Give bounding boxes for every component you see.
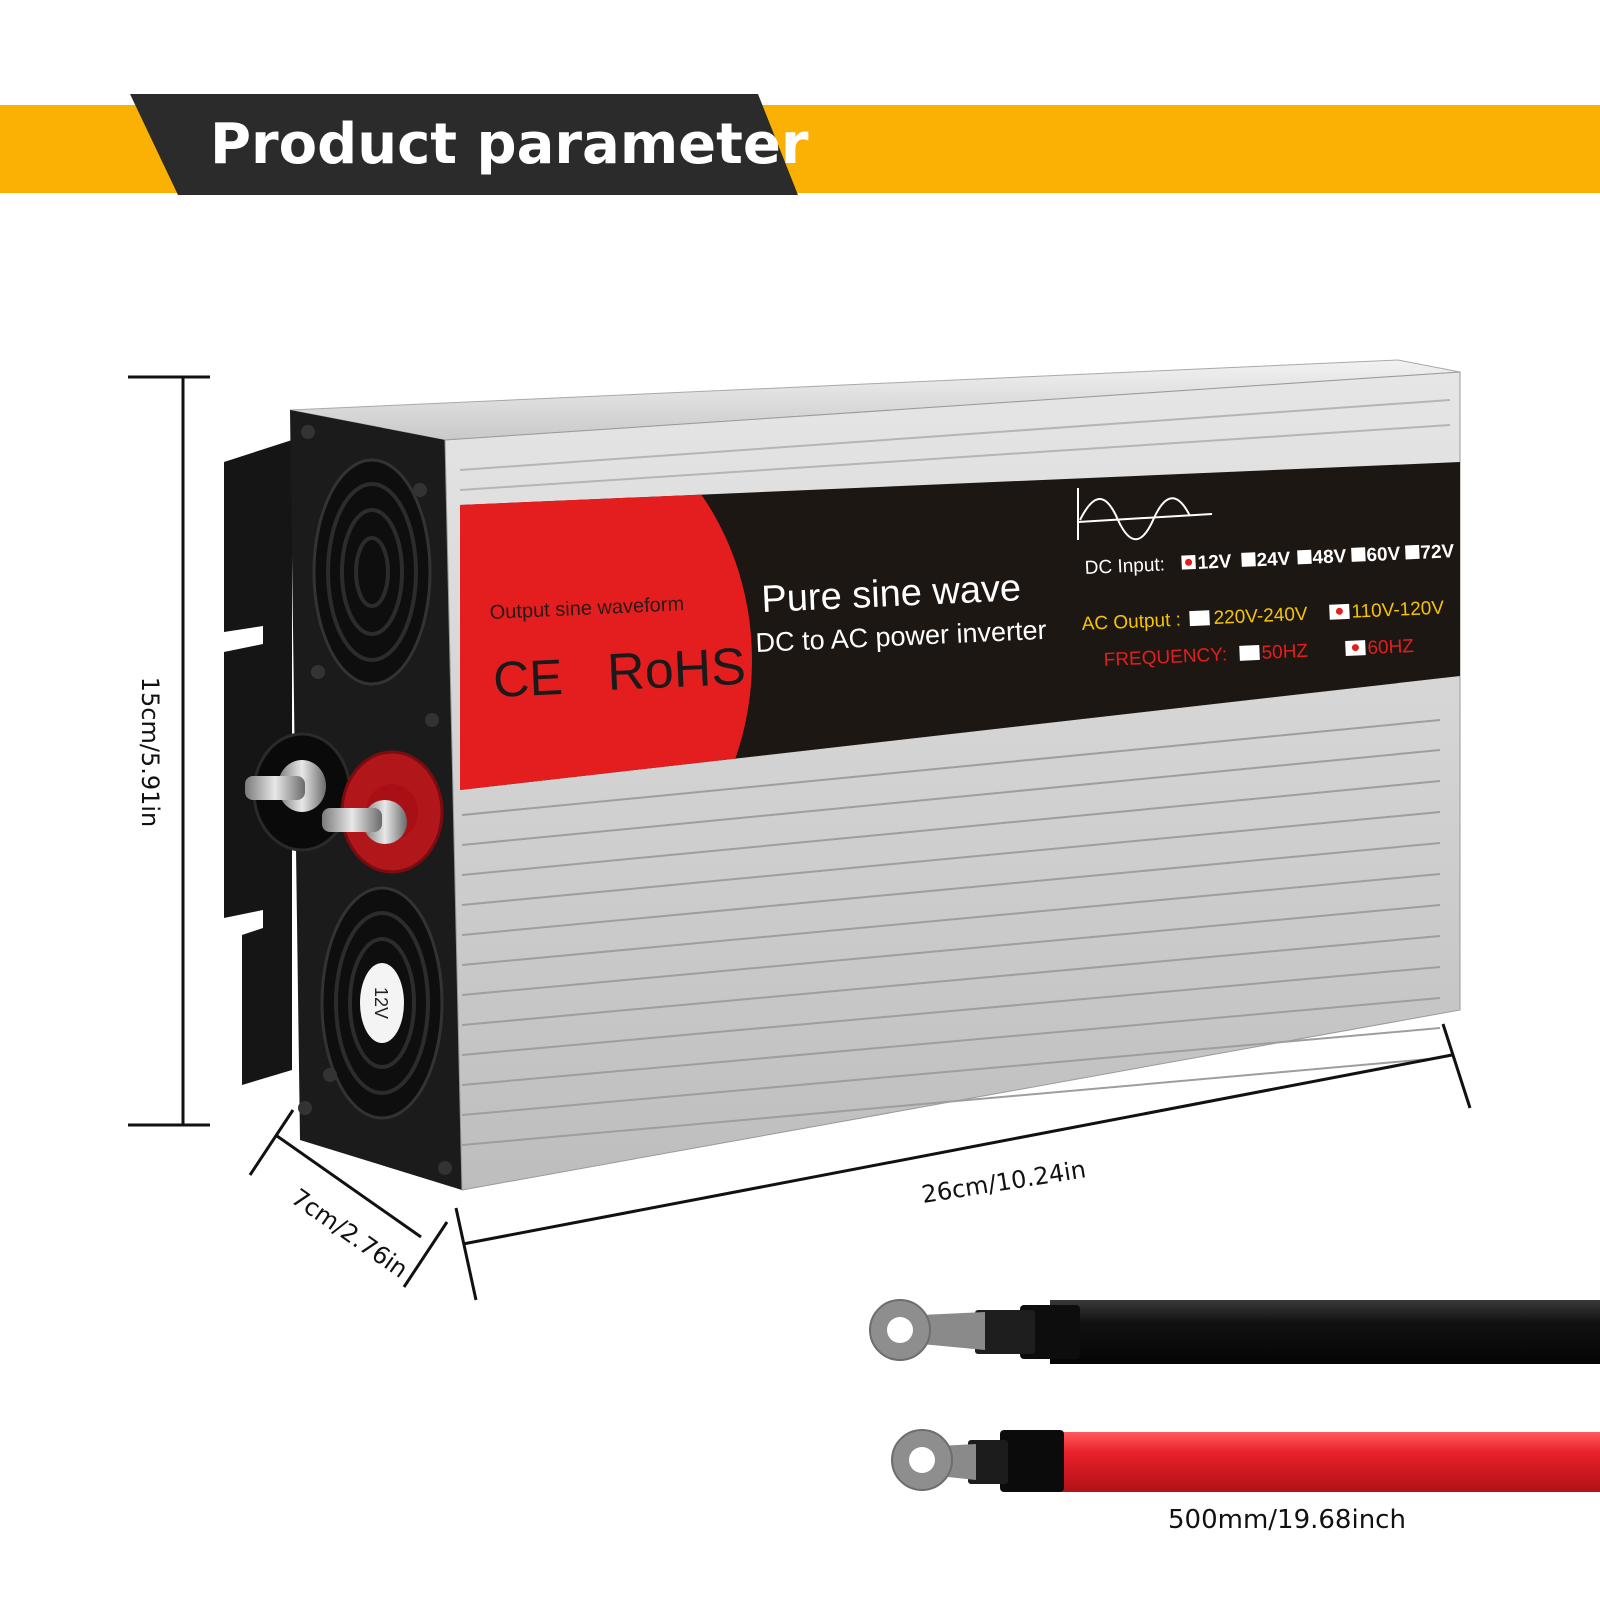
length-dimension-label: 26cm/10.24in	[920, 1155, 1088, 1209]
frequency-option-60hz: 60HZ	[1367, 636, 1415, 659]
dc-input-label: DC Input:	[1084, 554, 1165, 579]
dc-input-option-24v: 24V	[1256, 549, 1291, 572]
dc-input-option-48v: 48V	[1312, 546, 1347, 569]
ac-output-checkbox-220v	[1189, 610, 1210, 627]
ac-output-option-220v: 220V-240V	[1213, 604, 1308, 629]
dc-input-checkbox-48v	[1297, 549, 1312, 565]
dc-input-checkbox-60v	[1351, 547, 1366, 562]
ce-mark: CE	[492, 649, 564, 708]
dc-input-checkbox-72v	[1405, 544, 1420, 560]
height-dimension	[128, 375, 210, 1127]
inverter: Output sine waveform CE RoHS Pure sine w…	[224, 359, 1461, 1191]
upper-fan	[301, 425, 439, 727]
lower-fan: 12V	[298, 886, 452, 1175]
dc-input-option-72v: 72V	[1420, 541, 1455, 564]
positive-cable	[891, 1429, 1600, 1492]
dc-terminals	[245, 732, 444, 874]
sine-waveform-icon	[1077, 488, 1213, 541]
dc-input-option-12v: 12V	[1197, 551, 1232, 574]
product-label: Output sine waveform CE RoHS Pure sine w…	[460, 462, 1460, 790]
cable-length-label: 500mm/19.68inch	[1168, 1505, 1406, 1535]
banner-title: Product parameter	[210, 112, 809, 177]
heatsink-fins	[461, 719, 1441, 1146]
frequency-checkbox-50hz	[1239, 644, 1260, 661]
negative-cable	[869, 1299, 1600, 1364]
length-dimension	[454, 1023, 1472, 1301]
mounting-bracket	[224, 440, 292, 1085]
rohs-mark: RoHS	[606, 638, 747, 702]
banner-title-block	[130, 94, 798, 195]
dc-input-checkbox-24v	[1241, 552, 1256, 567]
ac-output-label: AC Output :	[1081, 610, 1181, 635]
fan-voltage-label: 12V	[371, 987, 391, 1019]
banner: Product parameter	[0, 94, 1600, 195]
dc-input-option-60v: 60V	[1366, 544, 1401, 567]
depth-dimension	[248, 1109, 449, 1288]
ac-output-option-110v: 110V-120V	[1351, 598, 1445, 623]
height-dimension-label: 15cm/5.91in	[136, 677, 164, 828]
label-red-area	[460, 462, 752, 790]
frequency-option-50hz: 50HZ	[1261, 641, 1309, 664]
depth-dimension-label: 7cm/2.76in	[286, 1183, 413, 1284]
